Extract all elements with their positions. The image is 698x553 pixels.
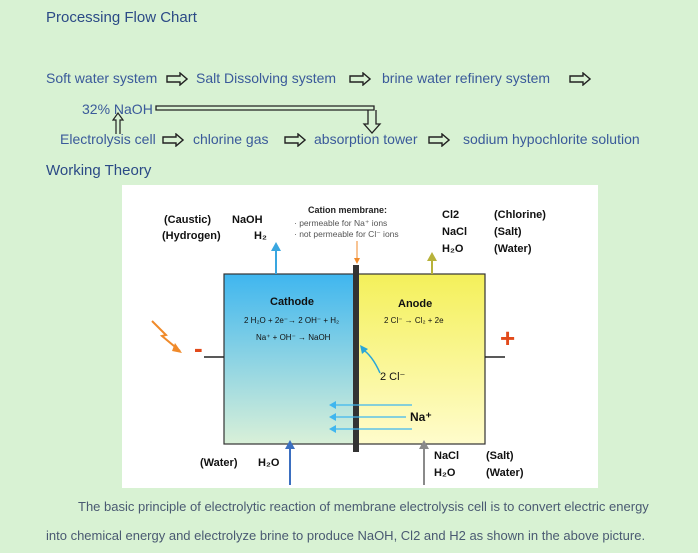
flow-arrow-4 — [162, 133, 184, 147]
lightning-icon — [151, 320, 181, 352]
minus-terminal: - — [194, 333, 203, 363]
salt-bottom-label: (Salt) — [486, 450, 514, 462]
naoh-label: NaOH — [232, 214, 263, 226]
water-bottom-left-label: (Water) — [200, 457, 238, 469]
cathode-label: Cathode — [270, 296, 314, 308]
salt-top-label: (Salt) — [494, 226, 522, 238]
flow-arrow-5 — [284, 133, 306, 147]
plus-terminal: + — [500, 323, 515, 353]
membrane-title: Cation membrane: — [308, 205, 387, 215]
nacl-top-label: NaCl — [442, 226, 467, 238]
membrane-line-2: · not permeable for Cl⁻ ions — [294, 229, 399, 239]
flow-chart-heading: Processing Flow Chart — [46, 9, 197, 26]
flow-step-salt-dissolving: Salt Dissolving system — [196, 70, 337, 86]
flow-step-sodium-hypochlorite: sodium hypochlorite solution — [463, 131, 640, 147]
electrolysis-diagram: (Caustic) NaOH (Hydrogen) H₂ Cation memb… — [122, 185, 598, 488]
anode-equation: 2 Cl⁻ → Cl₂ + 2e — [384, 316, 444, 325]
water-top-label: (Water) — [494, 243, 532, 255]
h2o-top-label: H₂O — [442, 243, 464, 255]
chloride-ion-label: 2 Cl⁻ — [380, 371, 406, 383]
flow-naoh: 32% NaOH — [82, 101, 153, 117]
flow-arrow-6 — [428, 133, 450, 147]
flow-arrow-2 — [349, 72, 371, 86]
caustic-label: (Caustic) — [164, 214, 211, 226]
h2o-bottom-left-label: H₂O — [258, 457, 280, 469]
cation-membrane — [353, 265, 359, 452]
sodium-ion-label: Na⁺ — [410, 410, 432, 424]
flow-step-brine-refinery: brine water refinery system — [382, 70, 551, 86]
description-line-1: The basic principle of electrolytic reac… — [78, 499, 649, 514]
flow-step-soft-water: Soft water system — [46, 70, 158, 86]
flow-step-absorption-tower: absorption tower — [314, 131, 418, 147]
chlorine-label: (Chlorine) — [494, 209, 546, 221]
flow-step-chlorine-gas: chlorine gas — [193, 131, 269, 147]
cl2-label: Cl2 — [442, 209, 459, 221]
cathode-equation-1: 2 H₂O + 2e⁻→ 2 OH⁻ + H₂ — [244, 316, 339, 325]
membrane-line-1: · permeable for Na⁺ ions — [294, 218, 387, 228]
working-theory-heading: Working Theory — [46, 162, 152, 179]
description-line-2: into chemical energy and electrolyze bri… — [46, 528, 646, 543]
nacl-bottom-label: NaCl — [434, 450, 459, 462]
flow-arrow-1 — [166, 72, 188, 86]
electrolysis-diagram-svg: (Caustic) NaOH (Hydrogen) H₂ Cation memb… — [151, 205, 546, 485]
h2-label: H₂ — [254, 230, 267, 242]
flow-arrow-3 — [569, 72, 591, 86]
flow-connector — [112, 105, 382, 134]
h2o-bottom-right-label: H₂O — [434, 467, 456, 479]
anode-chamber — [356, 273, 486, 445]
anode-label: Anode — [398, 298, 432, 310]
cathode-equation-2: Na⁺ + OH⁻ → NaOH — [256, 333, 331, 342]
flow-step-electrolysis-cell: Electrolysis cell — [60, 131, 156, 147]
water-bottom-right-label: (Water) — [486, 467, 524, 479]
hydrogen-label: (Hydrogen) — [162, 230, 221, 242]
